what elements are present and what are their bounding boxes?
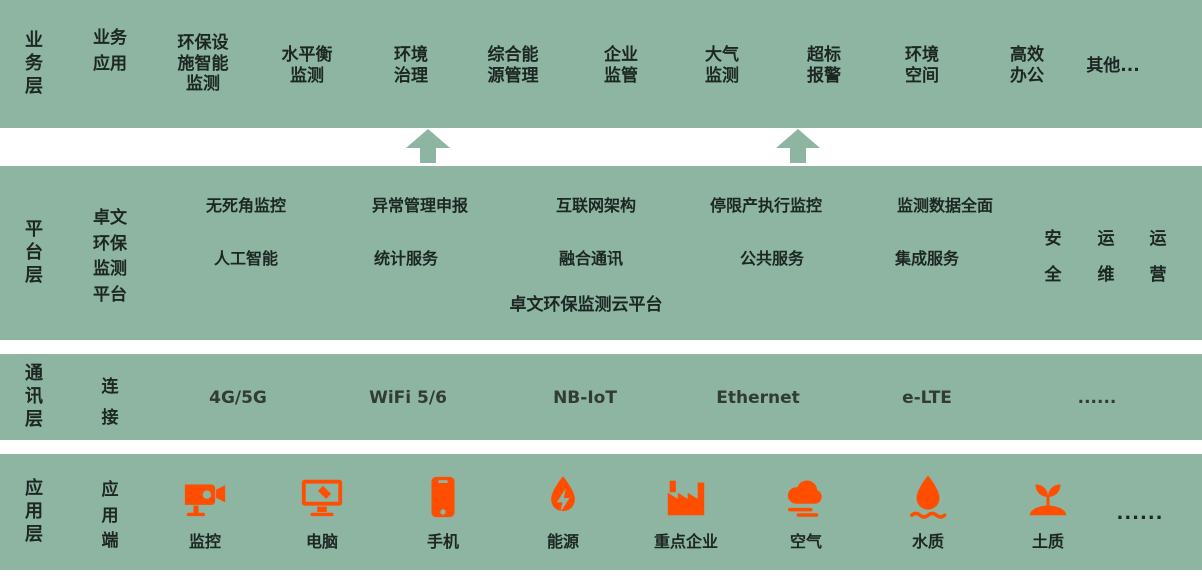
business-layer-band (0, 0, 1202, 128)
platform-service: 公共服务 (739, 249, 805, 268)
business-group-label: 业务 应用 (93, 28, 127, 74)
app-endpoint-label: 水质 (911, 532, 944, 551)
phone-icon (431, 476, 455, 518)
soil-icon (1029, 484, 1067, 516)
app-endpoint-label: 能源 (546, 532, 579, 551)
app-endpoint-more: ...... (1116, 503, 1164, 524)
business-item: 综合能 源管理 (487, 45, 539, 86)
app-endpoint-label: 手机 (426, 532, 459, 551)
business-item: 环境 治理 (394, 45, 428, 86)
comm-item-ethernet: Ethernet (716, 388, 800, 408)
business-item: 环保设 施智能 监测 (177, 33, 229, 95)
app-endpoint-label: 电脑 (305, 532, 338, 551)
business-item: 高效 办公 (1010, 45, 1044, 86)
up-arrow-icon (406, 129, 450, 163)
platform-cloud-label: 卓文环保监测云平台 (509, 295, 663, 315)
app-endpoint-key-enterprise: 重点企业 (654, 474, 718, 552)
business-item: 超标 报警 (807, 45, 841, 86)
application-layer-label: 应 用 层 (25, 478, 43, 546)
business-item: 水平衡 监测 (281, 45, 333, 86)
platform-layer-label: 平 台 层 (25, 219, 43, 287)
communication-layer-label: 通 讯 层 (25, 363, 43, 431)
comm-item-more: ...... (1077, 388, 1117, 408)
comm-item-wifi: WiFi 5/6 (369, 388, 447, 408)
platform-service: 人工智能 (213, 249, 279, 268)
comm-item-4g5g: 4G/5G (209, 388, 267, 408)
app-endpoint-soil: 土质 (1025, 474, 1071, 552)
app-endpoint-monitoring: 监控 (182, 474, 228, 552)
platform-group-label: 卓文 环保 监测 平台 (93, 208, 127, 305)
platform-side-item-management: 运 营 (1149, 229, 1167, 285)
air-icon (787, 480, 822, 517)
app-endpoint-label: 监控 (188, 532, 221, 551)
platform-service: 集成服务 (894, 249, 960, 268)
app-endpoint-air: 空气 (783, 474, 829, 552)
business-item: 企业 监管 (604, 45, 638, 86)
energy-icon (551, 476, 575, 513)
business-item: 大气 监测 (705, 45, 739, 86)
app-endpoint-label: 重点企业 (653, 532, 719, 551)
app-endpoint-computer: 电脑 (299, 474, 345, 552)
platform-capability: 无死角监控 (205, 196, 287, 215)
business-item: 环境 空间 (905, 45, 939, 86)
application-group-label: 应 用 端 (101, 480, 119, 551)
computer-icon (301, 479, 343, 517)
platform-capability: 监测数据全面 (896, 196, 994, 215)
up-arrow-icon (776, 129, 820, 163)
factory-icon (667, 480, 705, 516)
platform-side-item-operations: 运 维 (1097, 229, 1115, 285)
business-item: 其他... (1086, 56, 1140, 76)
platform-service: 统计服务 (373, 249, 439, 268)
cctv-icon (184, 484, 226, 517)
comm-item-elte: e-LTE (902, 388, 952, 408)
platform-layer-band (0, 166, 1202, 340)
application-layer-band (0, 454, 1202, 570)
platform-side-item-security: 安 全 (1044, 229, 1062, 285)
platform-capability: 异常管理申报 (371, 196, 469, 215)
app-endpoint-phone: 手机 (420, 474, 466, 552)
platform-capability: 互联网架构 (555, 196, 637, 215)
app-endpoint-label: 空气 (789, 532, 822, 551)
water-icon (909, 475, 947, 519)
communication-layer-band (0, 354, 1202, 440)
business-layer-label: 业 务 层 (25, 30, 43, 98)
platform-capability: 停限产执行监控 (709, 196, 823, 215)
platform-service: 融合通讯 (558, 249, 624, 268)
comm-item-nbiot: NB-IoT (553, 388, 617, 408)
app-endpoint-energy: 能源 (540, 474, 586, 552)
app-endpoint-water: 水质 (905, 474, 951, 552)
communication-group-label: 连 接 (101, 377, 119, 428)
app-endpoint-label: 土质 (1031, 532, 1064, 551)
